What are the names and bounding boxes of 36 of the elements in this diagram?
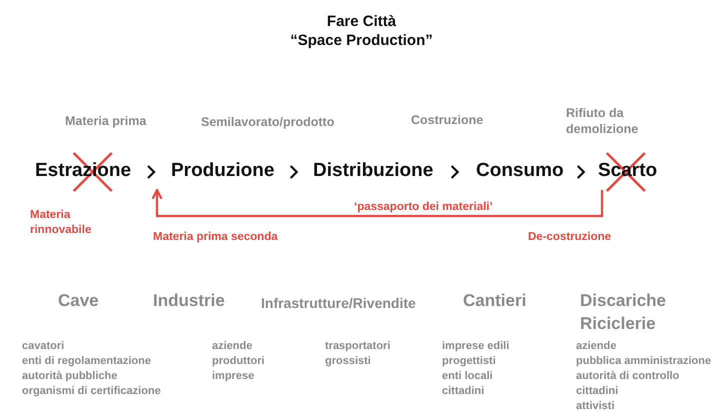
list-item: imprese edili [442,339,510,353]
list-item: attivisti [576,399,615,411]
stage-caption: Costruzione [411,112,484,128]
list-item: produttori [212,354,265,368]
list-item: enti di regolamentazione [22,354,151,368]
list-item: pubblica amministrazione [576,354,712,368]
category-heading: Infrastrutture/Rivendite [261,294,416,313]
stage-caption: Rifiuto da demolizione [566,105,640,137]
annotation-note: De-costruzione [528,230,612,245]
list-item: cittadini [576,384,618,398]
diagram-title: Fare Città “Space Production” [290,12,433,50]
return-arrow [152,188,604,218]
stage-caption: Semilavorato/prodotto [201,114,334,130]
list-item: cavatori [22,339,64,353]
list-item: trasportatori [325,339,390,353]
category-heading: Cave [58,290,99,312]
annotation-note: Materia rinnovabile [30,208,92,238]
list-item: enti locali [442,369,493,383]
stage-label: Distribuzione [313,160,434,182]
list-item: aziende [576,339,616,353]
category-heading: Industrie [153,290,225,312]
list-item: organismi di certificazione [22,384,161,398]
list-item: autorità di controllo [576,369,680,383]
list-item: aziende [212,339,252,353]
stage-label: Consumo [476,160,564,182]
edge-label: ‘passaporto dei materiali’ [352,201,495,213]
list-item: imprese [212,369,254,383]
list-item: progettisti [442,354,496,368]
stage-label: Produzione [171,160,274,182]
annotation-note: Materia prima seconda [153,230,278,245]
category-heading: Cantieri [463,290,526,312]
list-item: cittadini [442,384,484,398]
list-item: grossisti [325,354,371,368]
stage-caption: Materia prima [65,113,146,129]
category-heading: Discariche Riciclerie [580,290,667,335]
list-item: autorità pubbliche [22,369,118,383]
